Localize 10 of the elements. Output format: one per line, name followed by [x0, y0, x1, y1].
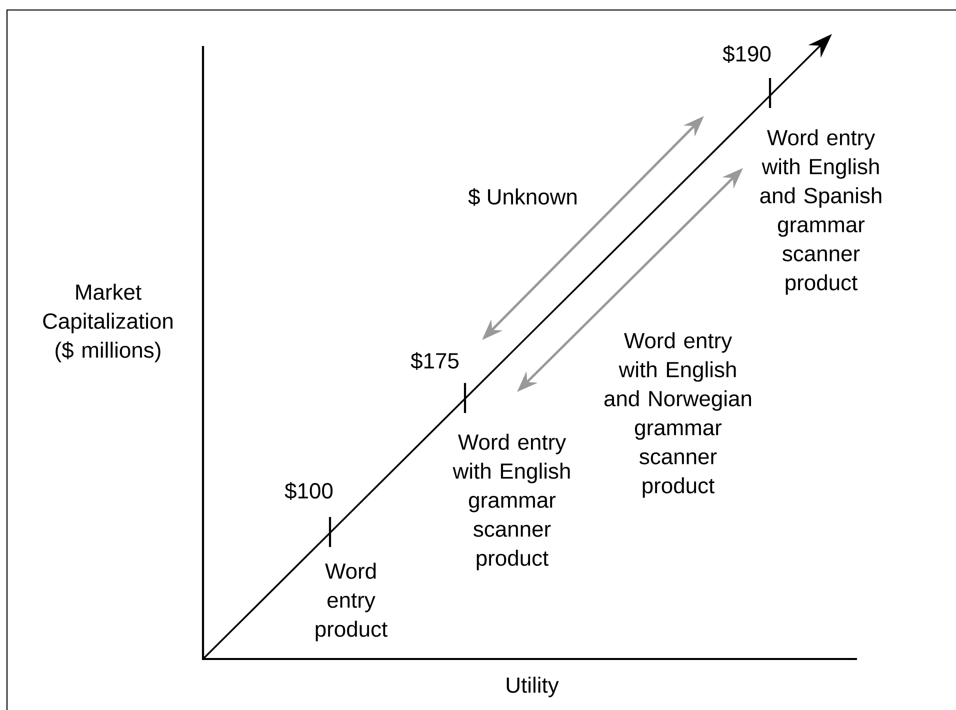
- price-label: $175: [410, 352, 459, 370]
- product-label: Word entry with English and Spanish grammar scanner product: [760, 129, 882, 295]
- product-label: Word entry with English grammar scanner product: [452, 434, 570, 570]
- edge-label: $ Unknown: [468, 188, 576, 206]
- axis-title: Market Capitalization ($ millions): [43, 284, 172, 362]
- axis-title: Word entry with English and Norwegian grammar scanner product: [604, 332, 752, 498]
- axis-title: Utility: [506, 676, 559, 698]
- product-label: Word entry product: [316, 562, 388, 642]
- price-label: $100: [284, 482, 333, 500]
- price-label: $190: [722, 45, 771, 63]
